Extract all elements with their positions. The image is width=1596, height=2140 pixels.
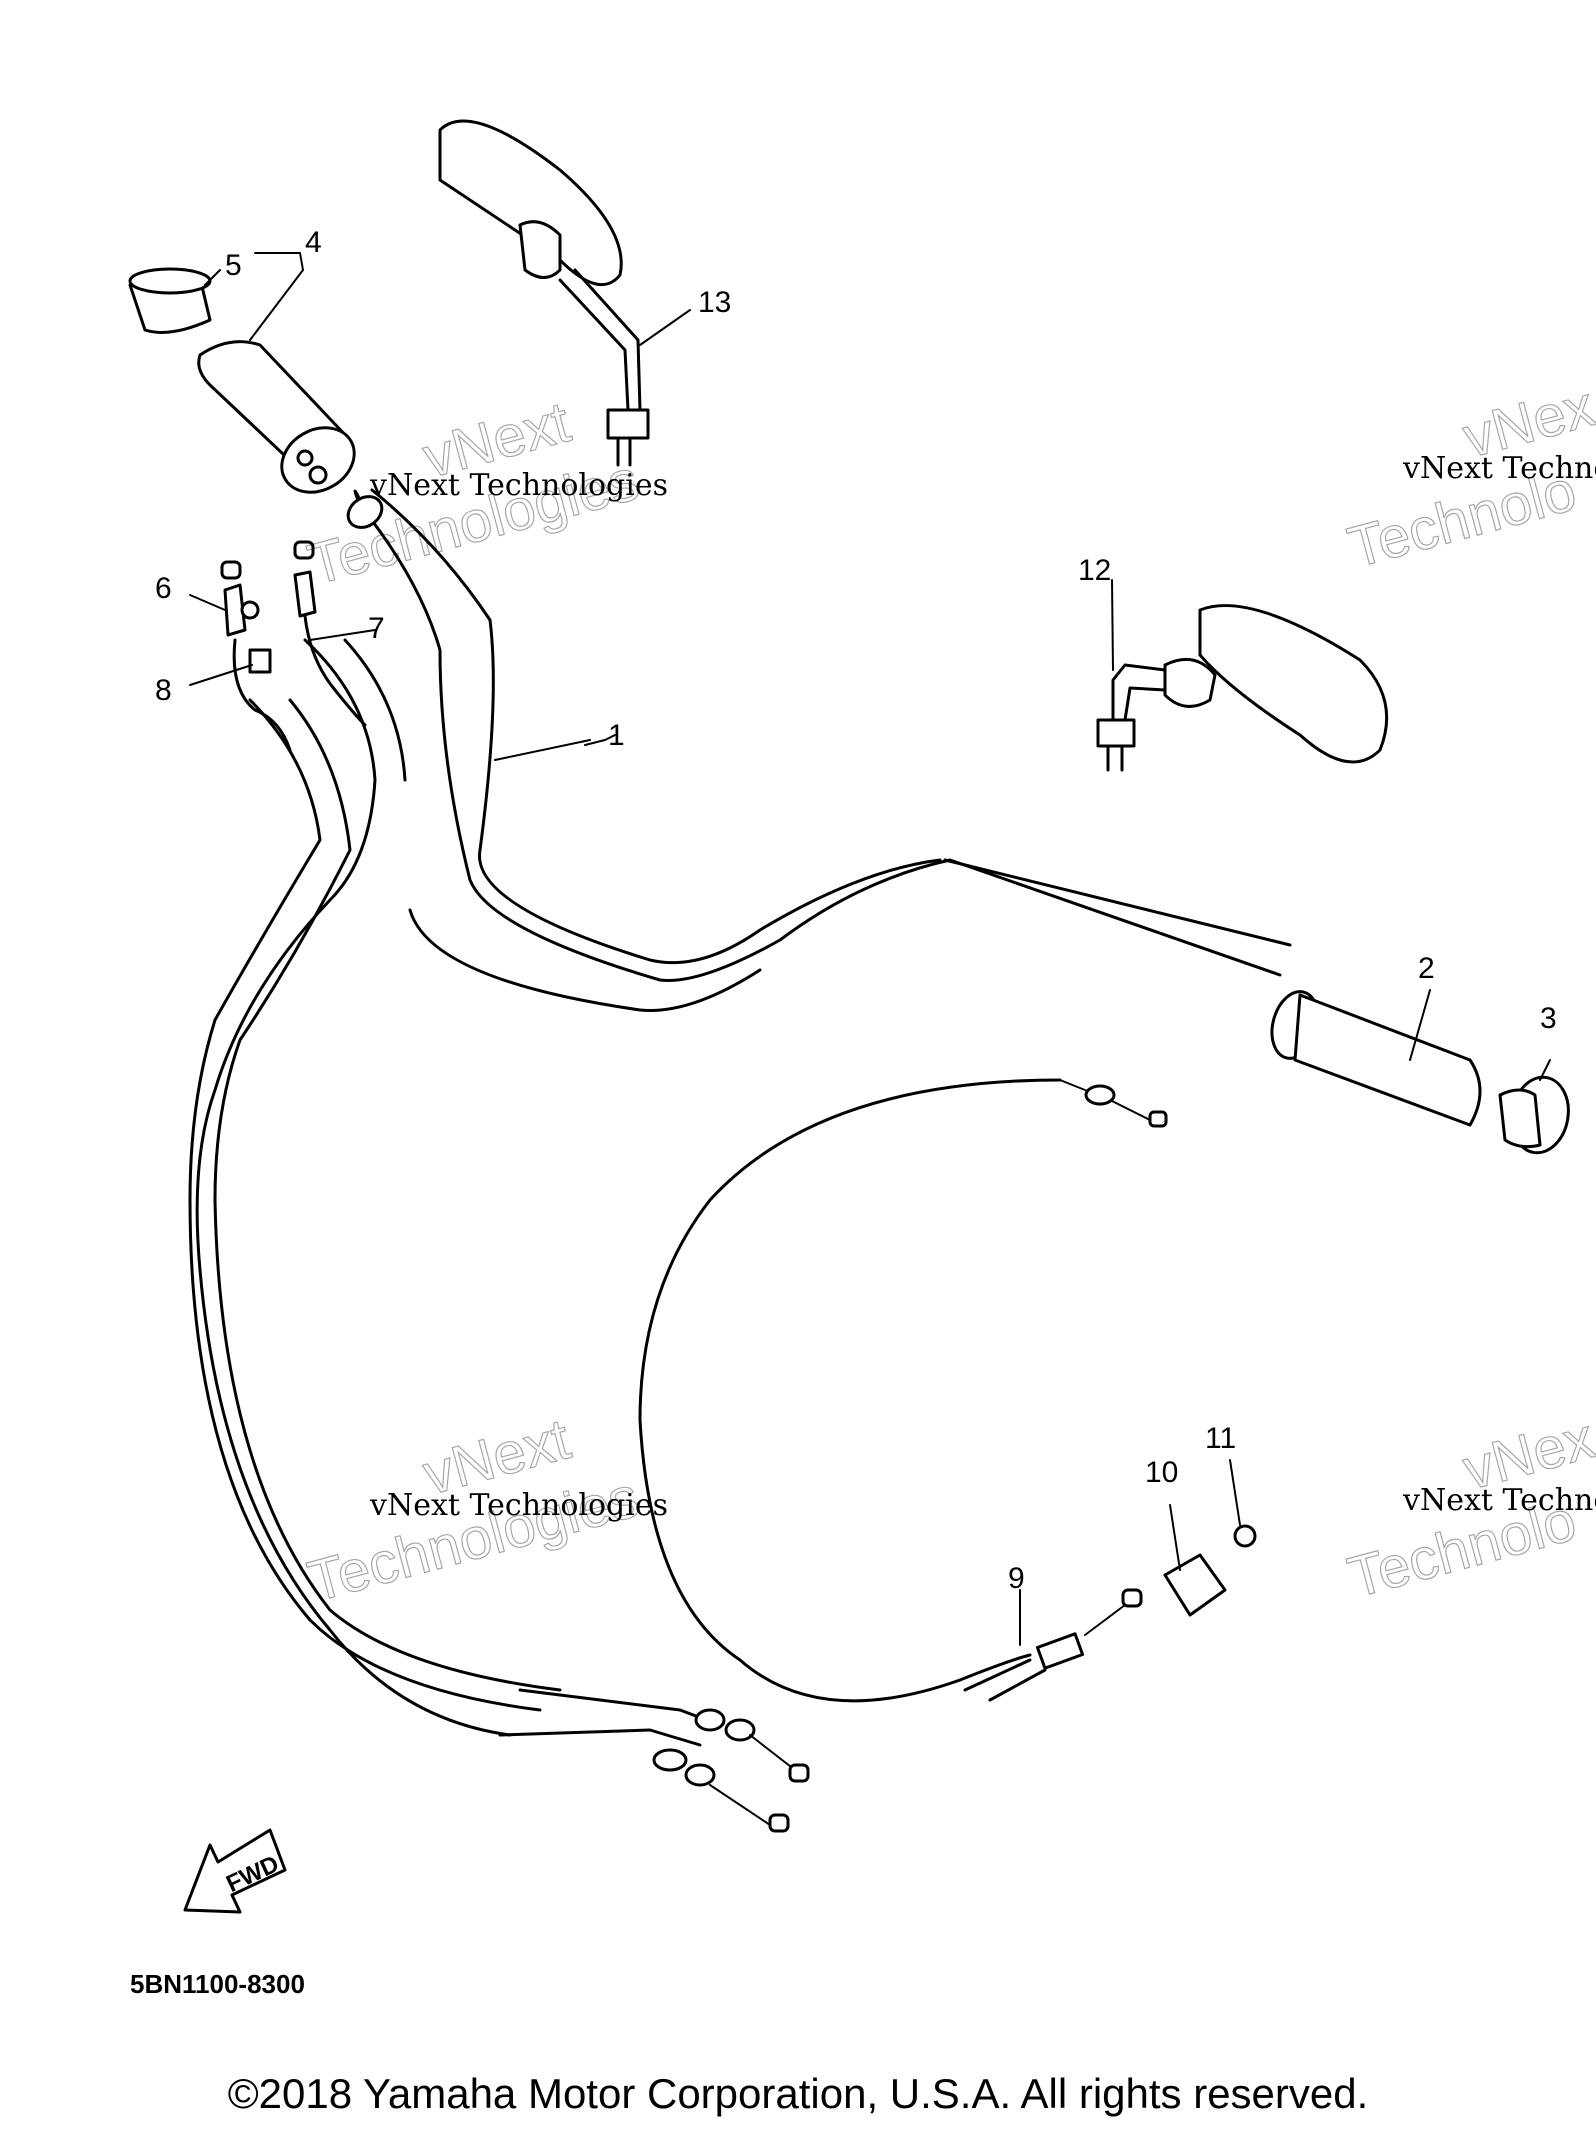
fwd-arrow: FWD	[183, 1828, 287, 1914]
handlebar	[346, 488, 1292, 1012]
callout-2: 2	[1418, 952, 1435, 985]
watermark-text-3: vNext Techno	[1402, 451, 1596, 486]
callout-13: 13	[698, 286, 731, 319]
right-grip-assembly	[1270, 990, 1570, 1155]
mirror-right	[1096, 604, 1389, 772]
left-grip-assembly	[128, 267, 356, 494]
diagram-code: 5BN1100-8300	[130, 1969, 305, 1999]
mirror-upper	[438, 119, 650, 467]
callout-9: 9	[1008, 1562, 1025, 1595]
callout-labels: 1 2 3 4 5 6 7 8 9 10 11 12 13	[155, 226, 1557, 1595]
callout-1: 1	[608, 719, 625, 752]
callout-6: 6	[155, 572, 172, 605]
callout-11: 11	[1205, 1422, 1236, 1455]
copyright-notice: ©2018 Yamaha Motor Corporation, U.S.A. A…	[227, 2070, 1369, 2117]
callout-8: 8	[155, 674, 172, 707]
watermark-text-1: vNext Technologies	[369, 468, 668, 503]
callout-leaders	[189, 252, 1551, 1646]
callout-5: 5	[225, 249, 242, 282]
callout-10: 10	[1145, 1456, 1178, 1489]
callout-4: 4	[305, 226, 322, 259]
callout-12: 12	[1078, 554, 1111, 587]
callout-3: 3	[1540, 1002, 1557, 1035]
watermark-text-2: vNext Technologies	[369, 1488, 668, 1523]
callout-7: 7	[368, 612, 385, 645]
watermarks: vNext Technologies vNext Technologies vN…	[301, 373, 1596, 1615]
cables	[188, 540, 1257, 1833]
watermark-text-4: vNext Techno	[1402, 1483, 1596, 1518]
